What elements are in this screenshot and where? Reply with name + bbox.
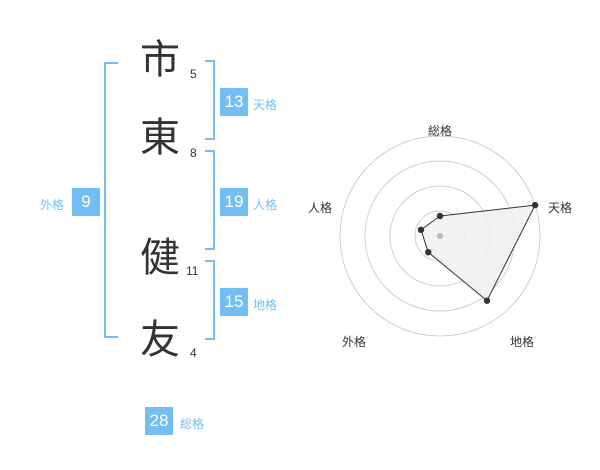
stroke-count-2: 8 xyxy=(190,146,197,160)
chikaku-bracket xyxy=(205,260,215,340)
radar-point-4 xyxy=(417,226,425,234)
tenkaku-label: 天格 xyxy=(253,98,278,112)
gaikaku-bracket xyxy=(104,62,118,338)
radar-ring-4 xyxy=(339,135,541,337)
gaikaku-value: 9 xyxy=(72,188,100,216)
axis-label-jinkaku: 人格 xyxy=(308,200,332,215)
axis-label-chikaku: 地格 xyxy=(510,334,534,349)
radar-polygon xyxy=(420,204,536,302)
name-char-3: 健 xyxy=(140,235,180,281)
name-char-2: 東 xyxy=(140,115,180,161)
axis-label-tenkaku: 天格 xyxy=(548,200,572,215)
stroke-count-4: 4 xyxy=(190,346,197,360)
radar-point-1 xyxy=(531,201,539,209)
tenkaku-bracket xyxy=(205,60,215,140)
radar-point-2 xyxy=(483,297,491,304)
name-char-1: 市 xyxy=(140,37,180,83)
radar-center-dot xyxy=(437,233,443,239)
tenkaku-value: 13 xyxy=(220,88,248,116)
soukaku-value: 28 xyxy=(145,407,173,435)
chikaku-value: 15 xyxy=(220,288,248,316)
gaikaku-label: 外格 xyxy=(40,198,65,212)
jinkaku-value: 19 xyxy=(220,188,248,216)
axis-label-gaikaku: 外格 xyxy=(342,334,366,349)
radar-point-3 xyxy=(425,248,432,256)
name-char-4: 友 xyxy=(140,317,180,363)
jinkaku-bracket xyxy=(205,150,215,250)
jinkaku-label: 人格 xyxy=(253,198,278,212)
stroke-count-1: 5 xyxy=(190,67,197,81)
axis-label-soukaku: 総格 xyxy=(428,123,452,138)
chikaku-label: 地格 xyxy=(253,298,278,312)
stroke-count-3: 11 xyxy=(186,264,199,278)
radar-point-0 xyxy=(436,212,444,220)
soukaku-label: 総格 xyxy=(180,417,205,431)
